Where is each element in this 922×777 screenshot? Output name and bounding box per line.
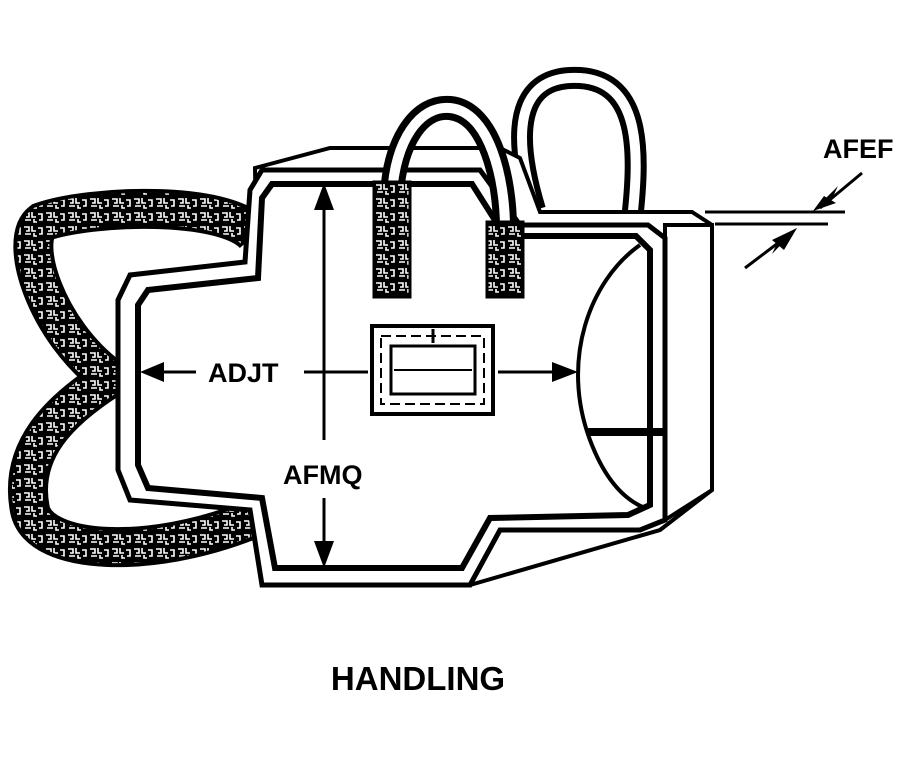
label-plate xyxy=(370,324,495,416)
top-handle xyxy=(372,95,525,299)
side-strap xyxy=(8,188,271,568)
width-dimension xyxy=(140,362,578,382)
thickness-dimension xyxy=(705,171,863,270)
thickness-label: AFEF xyxy=(823,134,894,164)
figure-caption: HANDLING xyxy=(331,660,505,697)
rear-handle xyxy=(511,66,647,222)
height-dimension xyxy=(314,183,334,568)
height-label: AFMQ xyxy=(283,460,362,490)
width-label: ADJT xyxy=(208,358,279,388)
